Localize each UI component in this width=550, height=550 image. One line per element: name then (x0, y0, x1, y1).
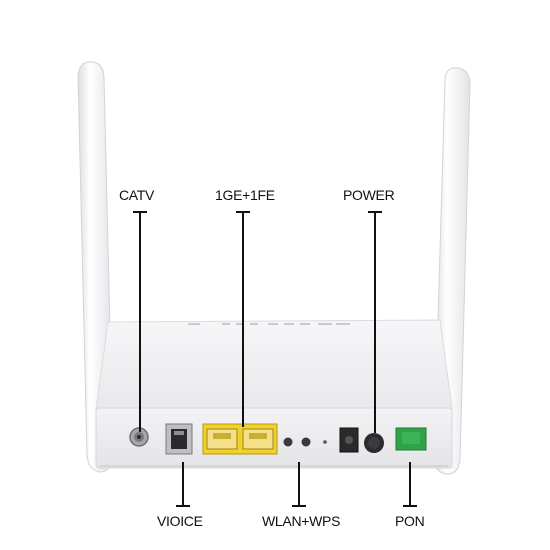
voice-label: VIOICE (157, 513, 203, 529)
callout-lines (133, 211, 417, 507)
voice-port (165, 423, 193, 455)
power-label: POWER (343, 187, 395, 203)
power-jack (339, 427, 359, 453)
lan-ports (202, 423, 278, 455)
lan-ports-label: 1GE+1FE (215, 187, 275, 203)
wlan-wps-buttons (283, 437, 327, 447)
pon-label: PON (395, 513, 425, 529)
pon-port (395, 427, 427, 451)
printed-port-text (188, 323, 350, 325)
wlan-wps-label: WLAN+WPS (262, 513, 341, 529)
catv-label: CATV (119, 187, 155, 203)
power-button (364, 433, 384, 453)
